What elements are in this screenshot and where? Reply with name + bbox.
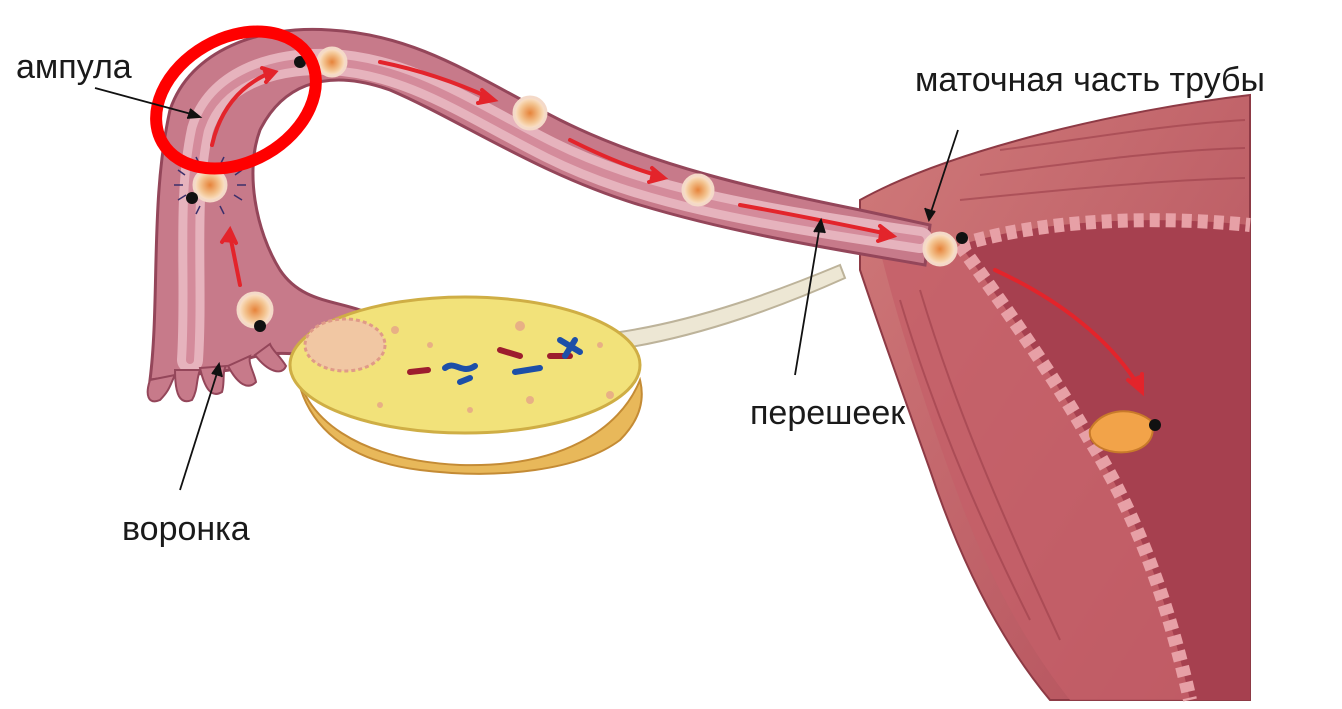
uterus bbox=[860, 95, 1250, 700]
label-uterine-part: маточная часть трубы bbox=[915, 61, 1265, 99]
label-isthmus: перешеек bbox=[750, 394, 906, 432]
egg-two-cell bbox=[514, 97, 546, 129]
corpus-luteum bbox=[305, 319, 385, 371]
label-ampulla: ампула bbox=[16, 48, 132, 86]
ovary bbox=[290, 297, 642, 474]
egg-morula bbox=[683, 175, 713, 205]
label-infundibulum: воронка bbox=[122, 510, 250, 548]
